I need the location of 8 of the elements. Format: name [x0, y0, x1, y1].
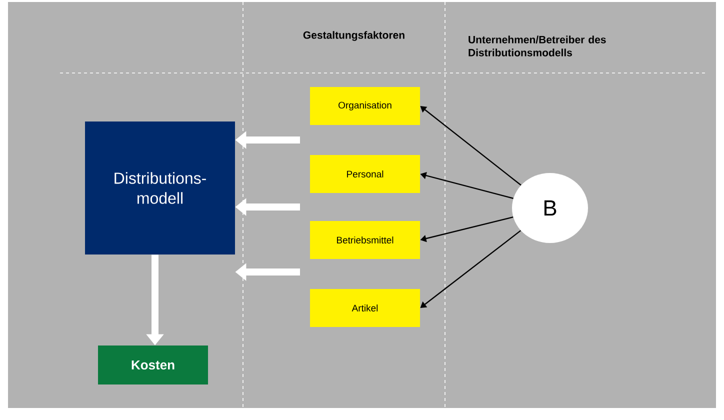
factor-box: Organisation	[310, 87, 420, 125]
factor-box: Betriebsmittel	[310, 221, 420, 259]
factor-box: Artikel	[310, 289, 420, 327]
factor-box: Personal	[310, 155, 420, 193]
model-box: Distributions-modell	[85, 122, 235, 254]
cost-box: Kosten	[98, 346, 208, 384]
column-heading: Unternehmen/Betreiber des Distributionsmodells	[468, 36, 606, 56]
column-heading: Gestaltungsfaktoren	[303, 31, 404, 41]
